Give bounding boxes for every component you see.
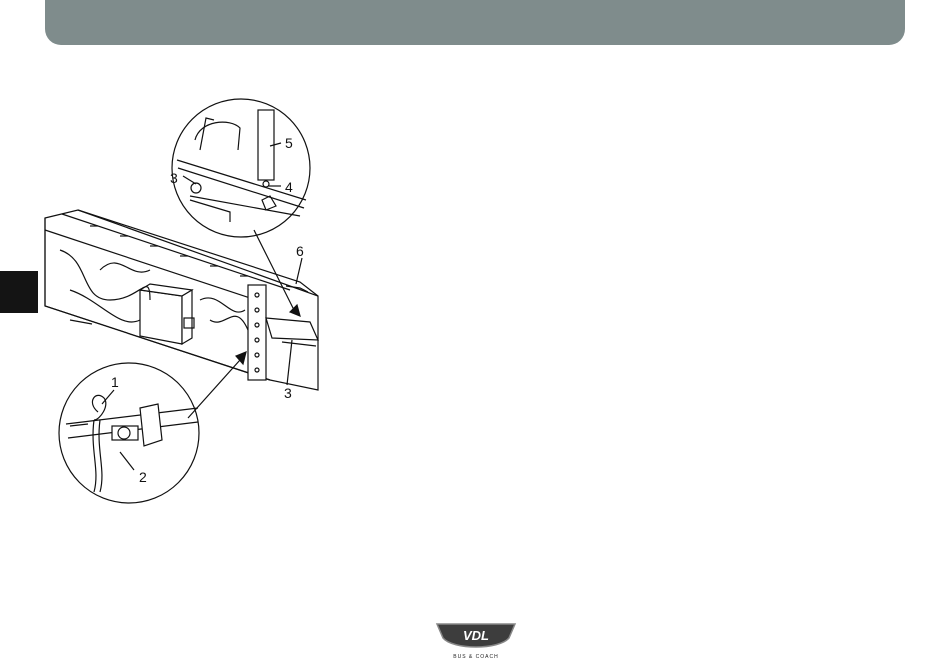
callout-2: 2 <box>139 469 147 485</box>
logo-subtitle: BUS & COACH <box>453 654 498 660</box>
callout-3-lower: 3 <box>284 385 292 401</box>
battery-rack-drawing <box>45 210 318 390</box>
detail-circle-top <box>172 99 310 237</box>
callout-1: 1 <box>111 374 119 390</box>
callout-4: 4 <box>285 179 293 195</box>
callout-3-upper: 3 <box>170 170 178 186</box>
vdl-logo: VDL BUS & COACH <box>433 620 519 668</box>
logo-mark-text: VDL <box>463 628 489 643</box>
callout-5: 5 <box>285 135 293 151</box>
callout-6: 6 <box>296 243 304 259</box>
detail-circle-bottom <box>59 363 199 503</box>
